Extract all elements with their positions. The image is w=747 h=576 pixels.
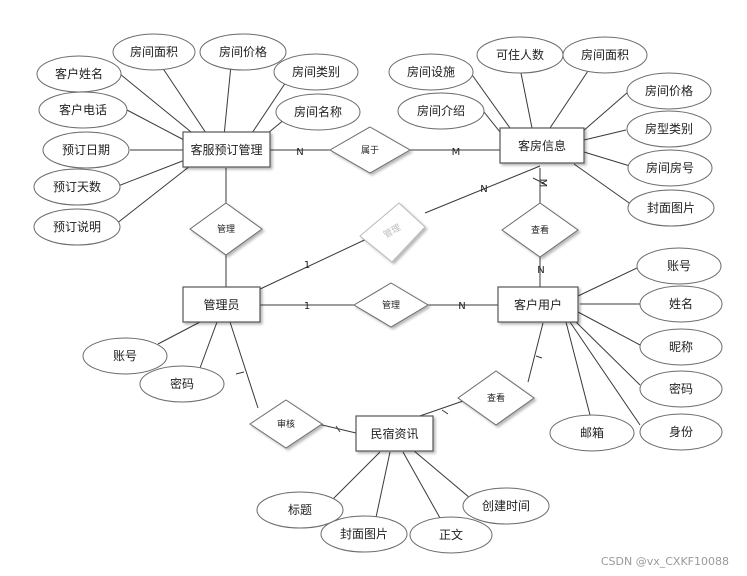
rel-belongs[interactable]: 属于 bbox=[328, 126, 412, 174]
rel-manage-room[interactable]: 管理 bbox=[359, 202, 426, 263]
attr-customer-nickname[interactable]: 昵称 bbox=[639, 328, 723, 366]
rel-label: 查看 bbox=[487, 392, 505, 404]
attr-news-cover[interactable]: 封面图片 bbox=[320, 515, 408, 553]
entity-label: 管理员 bbox=[203, 297, 239, 312]
card-room-view: M bbox=[537, 179, 548, 188]
attr-booking-room-price[interactable]: 房间价格 bbox=[199, 33, 287, 71]
attr-label: 身份 bbox=[669, 424, 693, 439]
attr-booking-room-name[interactable]: 房间名称 bbox=[275, 93, 361, 131]
attr-label: 账号 bbox=[113, 349, 137, 363]
attr-booking-date[interactable]: 预订日期 bbox=[42, 131, 130, 169]
attr-label: 预订天数 bbox=[53, 179, 101, 194]
rel-manage-customer[interactable]: 管理 bbox=[353, 282, 429, 328]
attr-label: 房间设施 bbox=[407, 64, 455, 79]
rel-view-room[interactable]: 查看 bbox=[501, 202, 579, 258]
entity-label: 客房信息 bbox=[518, 138, 566, 153]
attr-customer-email[interactable]: 邮箱 bbox=[549, 414, 635, 452]
rel-review-news[interactable]: 审核 bbox=[249, 399, 323, 449]
card-admin-manage: 1 bbox=[304, 301, 310, 312]
attr-label: 房间类别 bbox=[292, 64, 340, 79]
card-booking-belongs: N bbox=[296, 147, 303, 158]
attr-admin-password[interactable]: 密码 bbox=[139, 365, 225, 403]
attr-room-area[interactable]: 房间面积 bbox=[562, 36, 648, 74]
rel-label: 查看 bbox=[531, 224, 549, 236]
attr-label: 正文 bbox=[439, 527, 463, 542]
attr-label: 标题 bbox=[288, 503, 312, 517]
attr-label: 客户姓名 bbox=[55, 66, 103, 81]
entity-label: 民宿资讯 bbox=[370, 426, 418, 441]
attr-label: 预订日期 bbox=[62, 143, 110, 157]
entity-room-info[interactable]: 客房信息 bbox=[499, 127, 585, 164]
rel-label: 审核 bbox=[277, 418, 295, 430]
attr-news-title[interactable]: 标题 bbox=[256, 491, 344, 529]
attr-label: 房间面积 bbox=[581, 47, 629, 62]
attr-room-price[interactable]: 房间价格 bbox=[626, 72, 712, 110]
attr-booking-days[interactable]: 预订天数 bbox=[33, 168, 121, 206]
entity-homestay-news[interactable]: 民宿资讯 bbox=[355, 415, 434, 452]
attr-booking-room-area[interactable]: 房间面积 bbox=[112, 33, 196, 71]
rel-manage-booking[interactable]: 管理 bbox=[189, 202, 263, 256]
rel-label: 管理 bbox=[217, 223, 235, 235]
attr-label: 房间价格 bbox=[219, 44, 267, 59]
attr-label: 邮箱 bbox=[580, 425, 604, 440]
attr-admin-account[interactable]: 账号 bbox=[82, 337, 168, 375]
attr-room-number[interactable]: 房间房号 bbox=[627, 149, 713, 187]
attr-label: 客户电话 bbox=[59, 102, 107, 117]
attr-label: 房型类别 bbox=[645, 121, 693, 136]
attr-room-capacity[interactable]: 可住人数 bbox=[476, 36, 564, 74]
entity-customer-user[interactable]: 客户用户 bbox=[497, 286, 579, 323]
entity-label: 客户用户 bbox=[514, 297, 562, 312]
attr-label: 封面图片 bbox=[647, 201, 695, 215]
card-view-customer: N bbox=[537, 265, 544, 276]
entity-booking-management[interactable]: 客服预订管理 bbox=[182, 131, 271, 168]
attr-label: 昵称 bbox=[669, 340, 693, 354]
attr-label: 预订说明 bbox=[53, 219, 101, 234]
attr-room-cover[interactable]: 封面图片 bbox=[627, 189, 715, 227]
attr-room-intro[interactable]: 房间介绍 bbox=[397, 92, 485, 130]
attr-booking-room-type[interactable]: 房间类别 bbox=[273, 53, 359, 91]
attr-booking-note[interactable]: 预订说明 bbox=[33, 208, 121, 246]
rel-label: 属于 bbox=[361, 145, 379, 156]
attr-booking-customer-name[interactable]: 客户姓名 bbox=[36, 55, 122, 93]
attr-customer-identity[interactable]: 身份 bbox=[639, 413, 723, 451]
card-manage-customer: N bbox=[458, 301, 465, 312]
entity-label: 客服预订管理 bbox=[190, 142, 262, 157]
attr-label: 封面图片 bbox=[340, 527, 388, 541]
attr-label: 创建时间 bbox=[482, 499, 530, 513]
attr-customer-password[interactable]: 密码 bbox=[639, 370, 723, 408]
attr-label: 房间名称 bbox=[294, 104, 342, 119]
attr-label: 密码 bbox=[170, 376, 194, 391]
attr-customer-name[interactable]: 姓名 bbox=[639, 285, 723, 323]
card-room-manage: N bbox=[480, 184, 487, 195]
watermark: CSDN @vx_CXKF10088 bbox=[600, 555, 729, 568]
attr-label: 姓名 bbox=[669, 296, 693, 311]
attr-label: 房间介绍 bbox=[417, 103, 465, 118]
attr-label: 可住人数 bbox=[496, 47, 544, 62]
attr-label: 房间价格 bbox=[645, 83, 693, 98]
rel-label: 管理 bbox=[382, 299, 400, 311]
attr-room-type[interactable]: 房型类别 bbox=[626, 110, 712, 148]
attr-label: 账号 bbox=[667, 259, 691, 273]
attr-label: 房间面积 bbox=[130, 44, 178, 59]
attr-customer-account[interactable]: 账号 bbox=[636, 247, 722, 285]
card-manage-admin: 1 bbox=[304, 260, 310, 271]
attr-label: 密码 bbox=[669, 381, 693, 396]
attr-room-facilities[interactable]: 房间设施 bbox=[388, 53, 474, 91]
card-belongs-room: M bbox=[452, 147, 461, 158]
attr-news-created[interactable]: 创建时间 bbox=[462, 487, 550, 525]
entity-admin[interactable]: 管理员 bbox=[182, 286, 261, 323]
attr-label: 房间房号 bbox=[646, 160, 694, 175]
attr-booking-customer-phone[interactable]: 客户电话 bbox=[38, 91, 128, 129]
attr-news-body[interactable]: 正文 bbox=[409, 516, 493, 554]
rel-view-news[interactable]: 查看 bbox=[457, 370, 535, 426]
